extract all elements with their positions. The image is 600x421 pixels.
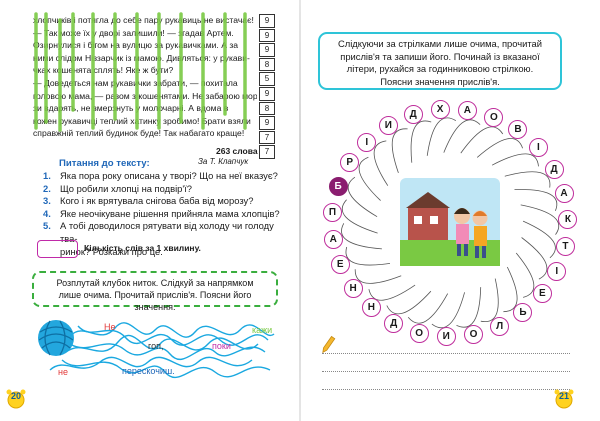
- wheel-letter: І: [528, 137, 548, 157]
- wheel-letter: В: [508, 120, 528, 140]
- line-count-cell: 7: [259, 145, 275, 159]
- tangle-task-box: Розплутай клубок ниток. Слідкуй за напря…: [32, 271, 278, 312]
- word-total: 263 слова: [216, 146, 258, 156]
- wheel-letter: Е: [330, 255, 350, 275]
- question-item: 3.Кого і як врятувала снігова баба від м…: [43, 195, 254, 207]
- word-count-input-box[interactable]: [37, 240, 78, 258]
- wheel-letter: А: [323, 229, 343, 249]
- alarm-clock-icon: [554, 389, 574, 409]
- story-line: зи вдарять, не змерзнуть у молочарні. А …: [33, 103, 229, 114]
- wheel-letter: О: [409, 323, 429, 343]
- page-gutter: [299, 0, 301, 421]
- wheel-letter: І: [547, 261, 567, 281]
- wheel-letter: Н: [361, 298, 381, 318]
- page-number-left: 20: [4, 389, 28, 409]
- wheel-letter: Ь: [513, 303, 533, 323]
- story-text: хлопчиків і потягла до себе пару рукавиц…: [33, 14, 257, 140]
- line-count-cell: 7: [259, 130, 275, 145]
- wheel-letter: А: [457, 100, 477, 120]
- tangled-threads: [49, 322, 275, 379]
- wheel-arrows: [341, 117, 560, 329]
- alarm-clock-icon: [6, 389, 26, 409]
- wheel-letter: Е: [532, 284, 552, 304]
- answer-line[interactable]: [322, 370, 570, 372]
- story-line: справжній теплий будинок буде! Так набаг…: [33, 128, 245, 139]
- question-item: 1.Яка пора року описана у творі? Що на н…: [43, 170, 278, 181]
- wheel-letter: Д: [384, 313, 404, 333]
- wheel-letter: А: [554, 184, 574, 204]
- line-count-cell: 9: [259, 14, 275, 28]
- question-item: 4.Яке неочікуване рішення прийняла мама …: [43, 207, 280, 219]
- story-line: хлопчиків і потягла до себе пару рукавиц…: [33, 15, 254, 25]
- story-line: чках кошенята сплять! Яке ж бути?: [33, 65, 174, 76]
- story-line: — Так може їх у дворі залишили! — згадав…: [33, 27, 234, 38]
- answer-line[interactable]: [322, 352, 570, 354]
- line-count-cell: 8: [259, 101, 275, 116]
- story-line: головою мама, — разом з кошенятами. Не з…: [33, 90, 257, 101]
- tangle-word: перескочиш.: [122, 366, 175, 376]
- wheel-letter: К: [558, 210, 578, 230]
- wheel-letter: П: [322, 203, 342, 223]
- line-count-cell: 9: [259, 116, 275, 130]
- wheel-letter: Т: [555, 236, 575, 256]
- story-line: — Доведеться нам рукавички забрати, — по…: [33, 77, 238, 88]
- wheel-letter: О: [484, 107, 504, 127]
- line-count-cell: 9: [259, 43, 275, 57]
- line-count-cell: 9: [259, 28, 275, 43]
- wheel-letter: И: [378, 116, 398, 136]
- tangle-word: не: [58, 367, 68, 377]
- yarn-ball-icon: [38, 320, 74, 356]
- line-count-cell: 9: [259, 86, 275, 101]
- line-count-cell: 8: [259, 57, 275, 72]
- story-line: ними слідом Ніззарчик із мамою. Дивлятьс…: [33, 52, 250, 63]
- wheel-letter: Н: [343, 278, 363, 298]
- question-item: 2.Що робили хлопці на подвір'ї?: [43, 182, 193, 194]
- wheel-letter: І: [357, 132, 377, 152]
- wheel-letter: Л: [490, 316, 510, 336]
- wheel-letter: Х: [430, 99, 450, 119]
- wheel-letter: Р: [340, 153, 360, 173]
- tangle-word: кажи: [252, 325, 273, 335]
- story-line: кожен рукавичці теплий хатинку зробимо! …: [33, 115, 251, 126]
- wheel-letter: Д: [403, 105, 423, 125]
- question-continuation: ринок? Розкажи про це.: [60, 245, 163, 257]
- wheel-letter: Б: [328, 177, 348, 197]
- questions-title: Питання до тексту:: [59, 158, 150, 169]
- questions-list: 1.Яка пора року описана у творі? Що на н…: [43, 170, 283, 258]
- pencil-icon: [322, 335, 336, 354]
- tangle-word: гоп,: [148, 341, 164, 351]
- word-count-label: Кількість слів за 1 хвилину.: [84, 243, 201, 253]
- wheel-letter: Д: [544, 159, 564, 179]
- story-line: Озирнулися і бігом на вулицю за рукавичк…: [33, 40, 239, 51]
- question-item: 5.А тобі доводилося рятувати від холоду …: [43, 220, 274, 244]
- page-number-right: 21: [552, 389, 576, 409]
- wheel-letter: О: [464, 325, 484, 345]
- wheel-letter: И: [436, 327, 456, 347]
- children-school-illustration: [400, 178, 500, 266]
- answer-line[interactable]: [322, 388, 570, 390]
- line-count-cell: 5: [259, 72, 275, 86]
- tangle-word: Не: [104, 322, 116, 332]
- author-credit: За Т. Клапчук: [198, 157, 249, 166]
- tangle-word: поки: [212, 341, 231, 351]
- proverb-instruction-box: Слідкуючи за стрілками лише очима, прочи…: [318, 32, 562, 90]
